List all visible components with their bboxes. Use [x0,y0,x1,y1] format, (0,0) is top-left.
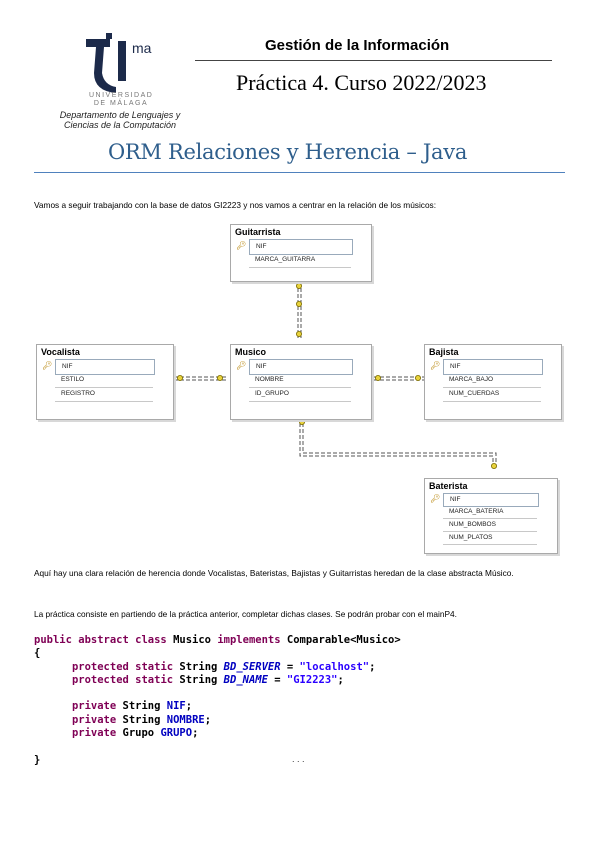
table-field: NUM_CUERDAS [429,387,561,402]
table-title: Musico [231,345,371,359]
key-end-icon [298,418,305,425]
key-end-icon [295,301,302,308]
table-field: 🔑︎NIF [235,239,371,255]
table-title: Vocalista [37,345,173,359]
table-field: 🔑︎NIF [429,359,561,375]
table-field: MARCA_GUITARRA [235,253,371,268]
logo-text: ma [132,40,152,56]
table-field: NOMBRE [235,373,371,388]
key-end-icon [374,374,381,381]
header-subtitle: Práctica 4. Curso 2022/2023 [236,70,487,95]
header-title: Gestión de la Información [265,37,450,54]
table-title: Guitarrista [231,225,371,239]
key-end-icon [216,374,223,381]
table-field: 🔑︎NIF [429,493,557,507]
code-ellipsis: . . . [292,754,305,764]
primary-key-icon: 🔑︎ [430,361,441,370]
table-title: Baterista [425,479,557,493]
task-paragraph: La práctica consiste en partiendo de la … [34,609,457,619]
code-block: public abstract class Musico implements … [34,634,401,766]
table-field: 🔑︎NIF [41,359,173,375]
page-title: ORM Relaciones y Herencia – Java [108,140,468,164]
table-field: ESTILO [41,373,173,388]
table-musico: Musico 🔑︎NIF NOMBRE ID_GRUPO [230,344,372,420]
table-field: NUM_BOMBOS [429,518,557,532]
key-end-icon [295,283,302,290]
header-divider [195,60,552,61]
key-end-icon [176,374,183,381]
table-field: MARCA_BATERIA [429,505,557,519]
primary-key-icon: 🔑︎ [430,494,441,503]
university-logo: ma [86,33,152,93]
table-field: MARCA_BAJO [429,373,561,388]
table-field: REGISTRO [41,387,173,402]
key-end-icon [490,462,497,469]
table-field: ID_GRUPO [235,387,371,402]
primary-key-icon: 🔑︎ [42,361,53,370]
department-name: Departamento de Lenguajes y Ciencias de … [59,110,181,130]
primary-key-icon: 🔑︎ [236,241,247,250]
university-name: UNIVERSIDAD DE MÁLAGA [89,92,154,107]
table-bajista: Bajista 🔑︎NIF MARCA_BAJO NUM_CUERDAS [424,344,562,420]
table-baterista: Baterista 🔑︎NIF MARCA_BATERIA NUM_BOMBOS… [424,478,558,554]
title-divider [34,172,565,173]
intro-paragraph: Vamos a seguir trabajando con la base de… [34,200,437,210]
relationship-lines [174,282,497,470]
key-end-icon [414,374,421,381]
er-diagram: Guitarrista 🔑︎NIF MARCA_GUITARRA Vocalis… [34,212,565,557]
primary-key-icon: 🔑︎ [236,361,247,370]
table-vocalista: Vocalista 🔑︎NIF ESTILO REGISTRO [36,344,174,420]
table-title: Bajista [425,345,561,359]
inheritance-paragraph: Aquí hay una clara relación de herencia … [34,568,514,578]
table-guitarrista: Guitarrista 🔑︎NIF MARCA_GUITARRA [230,224,372,282]
table-field: NUM_PLATOS [429,531,557,545]
table-field: 🔑︎NIF [235,359,371,375]
key-end-icon [295,331,302,338]
